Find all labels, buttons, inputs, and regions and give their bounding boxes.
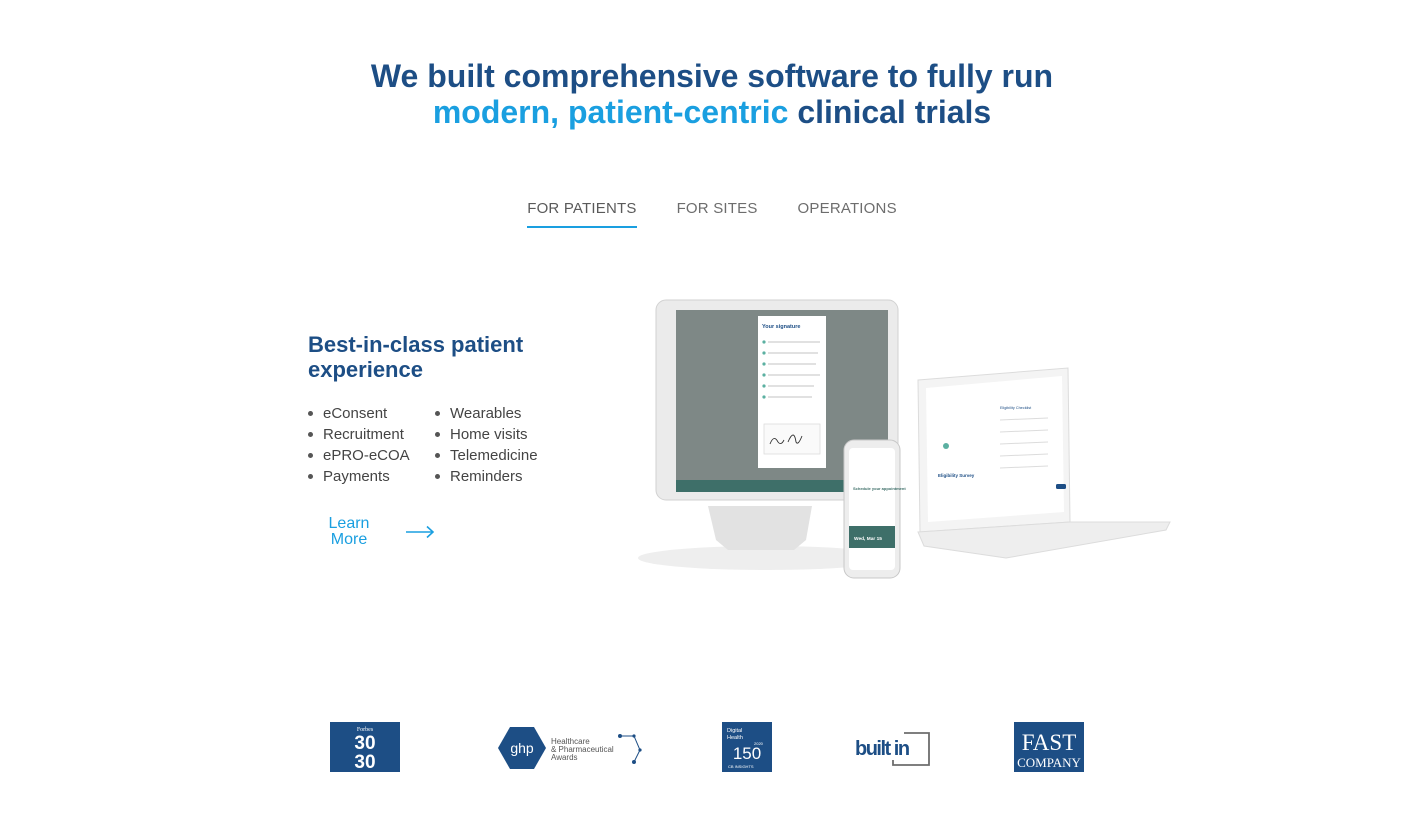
hero-headline: We built comprehensive software to fully…: [0, 58, 1424, 130]
list-item: Payments: [308, 466, 410, 487]
svg-text:150: 150: [733, 744, 761, 763]
list-item: Reminders: [435, 466, 538, 487]
award-logos-row: Forbes 30 30 ghp Healthcare & Pharmaceut…: [0, 722, 1424, 778]
svg-text:Forbes: Forbes: [357, 727, 374, 733]
svg-text:FAST: FAST: [1022, 730, 1077, 755]
headline-rest: clinical trials: [788, 94, 992, 130]
learn-more-link[interactable]: Learn More: [320, 516, 436, 548]
svg-text:Healthcare: Healthcare: [551, 737, 590, 746]
svg-text:Health: Health: [727, 735, 743, 741]
headline-line-1: We built comprehensive software to fully…: [370, 58, 1054, 94]
feature-list-right: Wearables Home visits Telemedicine Remin…: [435, 403, 538, 487]
phone-screen-heading: Schedule your appointment: [853, 486, 906, 491]
tab-for-patients[interactable]: FOR PATIENTS: [527, 200, 637, 228]
laptop-screen-heading: Eligibility Survey: [938, 473, 975, 478]
svg-text:2020: 2020: [754, 741, 764, 746]
learn-more-label: Learn More: [328, 515, 370, 548]
list-item: ePRO-eCOA: [308, 445, 410, 466]
list-item: Home visits: [435, 424, 538, 445]
laptop-form-title: Eligibility Checklist: [1000, 406, 1032, 410]
laptop: Eligibility Survey Eligibility Checklist: [917, 367, 1171, 559]
feature-list-left: eConsent Recruitment ePRO-eCOA Payments: [308, 403, 410, 487]
phone-date-label: Wed, Mar 15: [854, 536, 882, 542]
svg-text:Digital: Digital: [727, 728, 742, 734]
list-item: eConsent: [308, 403, 410, 424]
headline-line-2: modern, patient-centric clinical trials: [0, 94, 1424, 130]
fast-company-logo: FAST COMPANY: [1014, 722, 1084, 772]
svg-text:ghp: ghp: [510, 740, 534, 756]
list-item: Recruitment: [308, 424, 410, 445]
audience-tabs: FOR PATIENTS FOR SITES OPERATIONS: [0, 200, 1424, 228]
list-item: Wearables: [435, 403, 538, 424]
tab-for-sites[interactable]: FOR SITES: [676, 200, 758, 217]
feature-title: Best-in-class patient experience: [308, 332, 524, 382]
headline-accent: modern, patient-centric: [432, 94, 789, 130]
svg-text:Awards: Awards: [551, 753, 578, 762]
svg-text:30: 30: [354, 733, 375, 754]
ghp-awards-logo: ghp Healthcare & Pharmaceutical Awards: [498, 727, 642, 769]
tab-operations[interactable]: OPERATIONS: [797, 200, 897, 217]
arrow-right-icon: [406, 525, 435, 539]
svg-text:CB INSIGHTS: CB INSIGHTS: [728, 764, 754, 769]
forbes-30-under-30-logo: Forbes 30 30: [330, 722, 400, 772]
svg-text:built in: built in: [855, 738, 909, 760]
smartphone: Schedule your appointment Wed, Mar 15: [843, 439, 906, 579]
svg-text:COMPANY: COMPANY: [1017, 755, 1081, 770]
list-item: Telemedicine: [435, 445, 538, 466]
device-illustration: Your signature Eligibility Survey Eligib…: [636, 296, 1176, 586]
svg-text:& Pharmaceutical: & Pharmaceutical: [551, 745, 614, 754]
svg-text:30: 30: [354, 752, 375, 772]
monitor-screen-heading: Your signature: [762, 324, 800, 330]
digital-health-150-logo: Digital Health 2020 150 CB INSIGHTS: [722, 722, 772, 772]
built-in-logo: built in: [855, 732, 930, 766]
